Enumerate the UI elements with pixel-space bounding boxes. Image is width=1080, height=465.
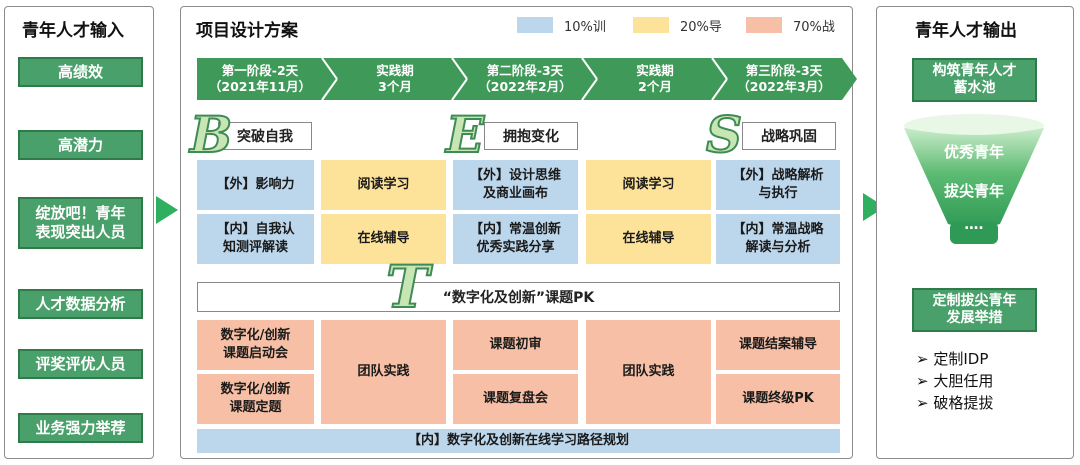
phase-3-line1: 第二阶段-3天: [486, 63, 564, 78]
phase-chevron-1: [197, 58, 337, 100]
section-letter-e: E: [445, 105, 485, 164]
development-plan-label: 定制拔尖青年发展举措: [932, 292, 1017, 327]
input-item-awards: 评奖评优人员: [18, 349, 143, 379]
phase-5-line1: 第三阶段-3天: [745, 63, 823, 78]
cell-team-practice-2: 团队实践: [586, 320, 711, 424]
input-item-high-performance: 高绩效: [18, 57, 143, 87]
section-letter-s: S: [705, 105, 743, 164]
phase-label-2: 实践期 3个月: [335, 63, 455, 96]
legend-swatch-guide: [633, 17, 669, 33]
phase-5-line2: （2022年3月）: [737, 79, 831, 95]
cell-reading-1: 阅读学习: [321, 160, 446, 210]
strategy-analysis-label: 【外】战略解析与执行: [732, 168, 824, 201]
phase-chevron-4: [582, 58, 727, 100]
legend-label-train: 10%训: [564, 20, 606, 35]
bullet-bold-use: ➢ 大胆任用: [916, 370, 993, 391]
bullet-promotion: ➢ 破格提拔: [916, 392, 993, 413]
topic-define-label: 数字化/创新课题定题: [220, 382, 291, 415]
phase-label-4: 实践期 2个月: [595, 63, 715, 96]
innovation-share-label: 【内】常温创新优秀实践分享: [469, 222, 561, 255]
phase-chevron-2: [322, 58, 467, 100]
phase-3-line2: （2022年2月）: [478, 79, 572, 95]
bullet-idp: ➢ 定制IDP: [916, 348, 988, 369]
phase-2-line1: 实践期: [376, 63, 414, 78]
talent-pool-label: 构筑青年人才蓄水池: [932, 62, 1017, 97]
cell-topic-closing: 课题结案辅导: [716, 320, 840, 370]
phase-chevron-3: [452, 58, 597, 100]
design-thinking-label: 【外】设计思维及商业画布: [469, 168, 561, 201]
design-panel-title: 项目设计方案: [196, 21, 298, 41]
funnel-spout: [950, 222, 998, 244]
bullet-idp-text: 定制IDP: [933, 350, 989, 368]
cell-online-coaching-1: 在线辅导: [321, 214, 446, 264]
footer-learning-path: 【内】数字化及创新在线学习路径规划: [197, 429, 840, 453]
cell-online-coaching-2: 在线辅导: [586, 214, 711, 264]
self-assessment-label: 【内】自我认知测评解读: [216, 222, 295, 255]
phase-label-5: 第三阶段-3天 （2022年3月）: [722, 63, 846, 96]
legend-label-guide: 20%导: [680, 20, 722, 35]
section-letter-b: B: [189, 105, 233, 164]
cell-strategy-analysis: 【外】战略解析与执行: [716, 160, 840, 210]
cell-topic-retro: 课题复盘会: [453, 374, 578, 424]
bullet-promotion-text: 破格提拔: [933, 394, 994, 412]
bullet-arrow-icon: ➢: [916, 372, 934, 390]
cell-topic-final-pk: 课题终级PK: [716, 374, 840, 424]
section-head-embrace-change: 拥抱变化: [484, 122, 578, 150]
funnel-level-top: 拔尖青年: [943, 182, 1004, 200]
output-talent-pool: 构筑青年人才蓄水池: [912, 58, 1037, 102]
bullet-bold-use-text: 大胆任用: [933, 372, 994, 390]
output-panel-title: 青年人才输出: [915, 21, 1017, 41]
bullet-arrow-icon: ➢: [916, 394, 934, 412]
funnel-level-excellent: 优秀青年: [943, 143, 1004, 161]
output-development-plan: 定制拔尖青年发展举措: [912, 288, 1037, 332]
bullet-arrow-icon: ➢: [916, 350, 934, 368]
bloom-youth-label: 绽放吧！青年表现突出人员: [35, 204, 126, 241]
cell-external-influence: 【外】影响力: [197, 160, 314, 210]
cell-innovation-share: 【内】常温创新优秀实践分享: [453, 214, 578, 264]
phase-2-line2: 3个月: [378, 79, 412, 95]
input-item-recommended: 业务强力举荐: [18, 413, 143, 443]
legend-label-battle: 70%战: [793, 20, 835, 35]
phase-4-line1: 实践期: [636, 63, 674, 78]
funnel-body: [904, 128, 1044, 228]
legend-swatch-battle: [746, 17, 782, 33]
section-head-breakthrough: 突破自我: [218, 122, 312, 150]
flow-arrow-left: [156, 196, 178, 224]
phase-label-3: 第二阶段-3天 （2022年2月）: [463, 63, 587, 96]
cell-team-practice-1: 团队实践: [321, 320, 446, 424]
funnel-level-more: ….: [964, 217, 984, 233]
phase-1-line1: 第一阶段-2天: [221, 63, 299, 78]
phase-1-line2: （2021年11月）: [208, 79, 312, 95]
input-item-bloom-youth: 绽放吧！青年表现突出人员: [18, 197, 143, 249]
input-panel-title: 青年人才输入: [22, 21, 124, 41]
cell-design-thinking: 【外】设计思维及商业画布: [453, 160, 578, 210]
section-head-strategy: 战略巩固: [742, 122, 836, 150]
cell-topic-review: 课题初审: [453, 320, 578, 370]
strategy-reading-label: 【内】常温战略解读与分析: [732, 222, 824, 255]
section-head-digital-pk: “数字化及创新”课题PK: [197, 282, 840, 312]
topic-kickoff-label: 数字化/创新课题启动会: [220, 328, 291, 361]
funnel-top: [904, 114, 1044, 138]
input-item-talent-data: 人才数据分析: [18, 289, 143, 319]
phase-chevron-5: [712, 58, 857, 100]
phase-4-line2: 2个月: [638, 79, 672, 95]
input-item-high-potential: 高潜力: [18, 130, 143, 160]
cell-topic-kickoff: 数字化/创新课题启动会: [197, 320, 314, 370]
cell-strategy-reading: 【内】常温战略解读与分析: [716, 214, 840, 264]
section-letter-t: T: [385, 253, 430, 321]
legend-swatch-train: [517, 17, 553, 33]
phase-label-1: 第一阶段-2天 （2021年11月）: [200, 63, 320, 96]
cell-self-assessment: 【内】自我认知测评解读: [197, 214, 314, 264]
cell-reading-2: 阅读学习: [586, 160, 711, 210]
cell-topic-define: 数字化/创新课题定题: [197, 374, 314, 424]
